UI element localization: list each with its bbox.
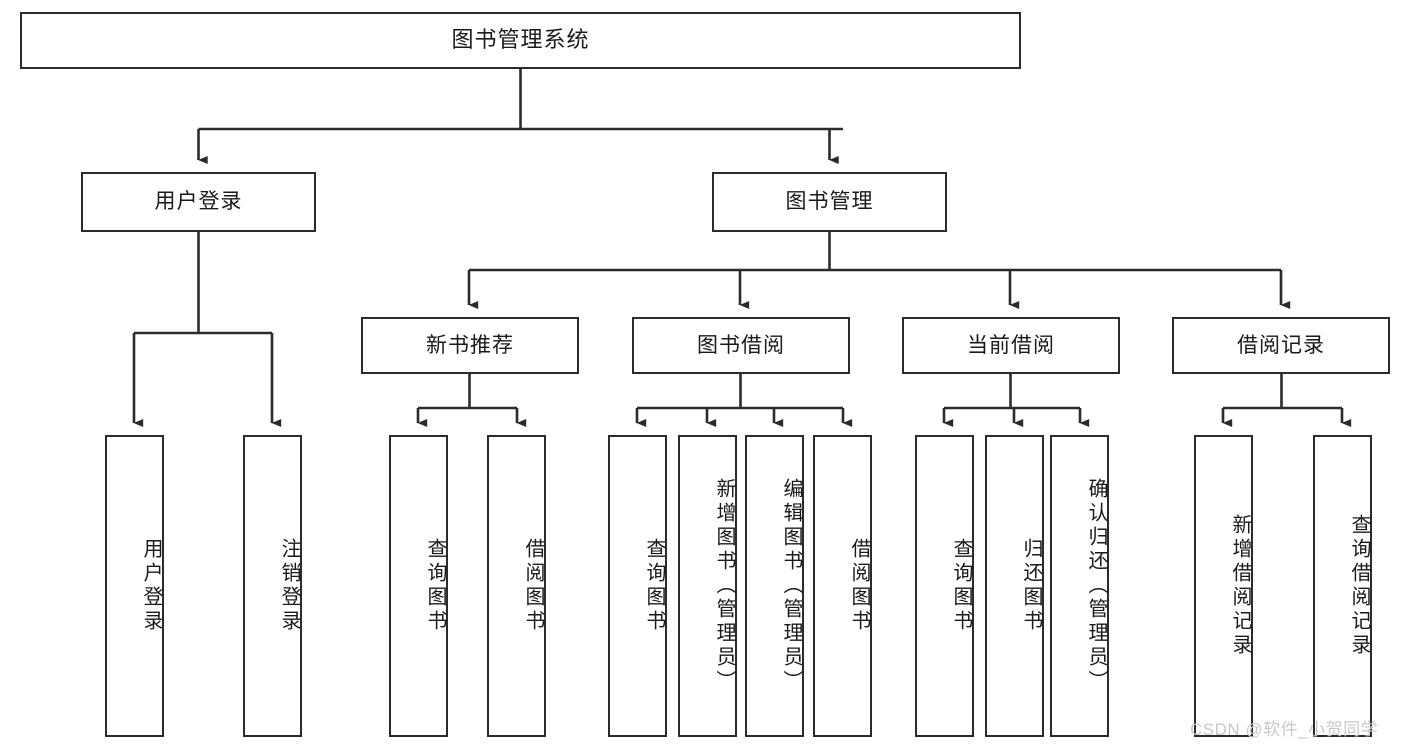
node-leaf-current-return[interactable]: 归还图书 — [985, 435, 1044, 737]
node-leaf-record-add[interactable]: 新增借阅记录 — [1194, 435, 1253, 737]
node-leaf-user-logout[interactable]: 注销登录 — [243, 435, 302, 737]
node-new-book-recommend[interactable]: 新书推荐 — [361, 317, 579, 374]
node-label: 用户登录 — [140, 538, 162, 634]
node-label: 查询图书 — [950, 538, 972, 634]
node-label: 新增借阅记录 — [1229, 514, 1251, 658]
node-leaf-bookborrow-edit[interactable]: 编辑图书（管理员） — [745, 435, 804, 737]
node-leaf-record-query[interactable]: 查询借阅记录 — [1313, 435, 1372, 737]
node-leaf-current-query[interactable]: 查询图书 — [915, 435, 974, 737]
node-book-management-module[interactable]: 图书管理 — [712, 172, 947, 232]
node-book-borrow[interactable]: 图书借阅 — [632, 317, 850, 374]
node-label: 借阅图书 — [848, 538, 870, 634]
node-label: 查询图书 — [424, 538, 446, 634]
node-current-borrow[interactable]: 当前借阅 — [902, 317, 1120, 374]
node-leaf-bookborrow-add[interactable]: 新增图书（管理员） — [678, 435, 737, 737]
node-label: 新增图书（管理员） — [713, 478, 735, 694]
node-leaf-current-confirm-return[interactable]: 确认归还（管理员） — [1050, 435, 1109, 737]
node-label: 查询图书 — [643, 538, 665, 634]
node-leaf-user-login[interactable]: 用户登录 — [105, 435, 164, 737]
node-borrow-record[interactable]: 借阅记录 — [1172, 317, 1390, 374]
csdn-watermark: CSDN @软件_小贺同学 — [1190, 720, 1379, 739]
node-root-system[interactable]: 图书管理系统 — [20, 12, 1021, 69]
node-leaf-newbook-query[interactable]: 查询图书 — [389, 435, 448, 737]
node-label: 注销登录 — [278, 538, 300, 634]
node-label: 归还图书 — [1020, 538, 1042, 634]
node-leaf-newbook-borrow[interactable]: 借阅图书 — [487, 435, 546, 737]
node-user-login-module[interactable]: 用户登录 — [81, 172, 316, 232]
node-label: 编辑图书（管理员） — [780, 478, 802, 694]
node-leaf-bookborrow-query[interactable]: 查询图书 — [608, 435, 667, 737]
node-label: 确认归还（管理员） — [1085, 478, 1107, 694]
node-label: 借阅图书 — [522, 538, 544, 634]
node-leaf-bookborrow-borrow[interactable]: 借阅图书 — [813, 435, 872, 737]
node-label: 查询借阅记录 — [1348, 514, 1370, 658]
